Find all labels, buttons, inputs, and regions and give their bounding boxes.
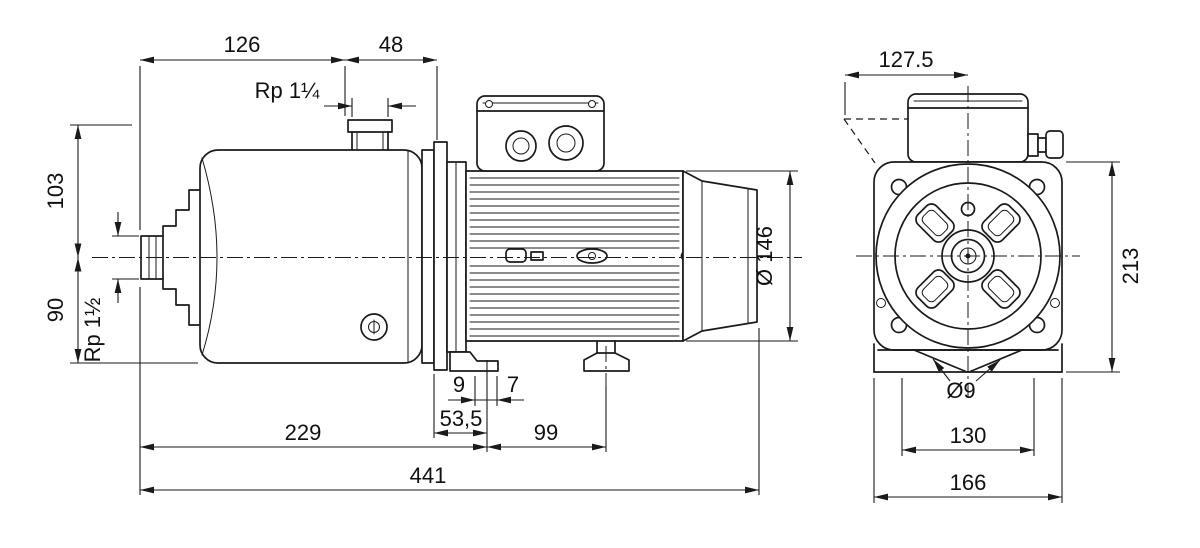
dim-48-label: 48	[379, 32, 403, 57]
side-view: 126 48 Rp 1¼ 103 90 Rp 1½ 9 7 53,5 229 9…	[43, 32, 802, 495]
discharge-port	[347, 119, 393, 151]
dim-213-label: 213	[1118, 248, 1143, 285]
lantern-foot	[449, 351, 499, 372]
nameplate-detail	[505, 248, 527, 263]
hole-leader-line	[975, 359, 1001, 382]
dim-hole-diameter-label: Ø9	[946, 378, 975, 403]
dim-motor-diameter-label: Ø 146	[752, 226, 777, 286]
end-view-dimension-lines	[845, 71, 1116, 501]
end-view: 127.5 213 Ø9 130 166	[843, 47, 1143, 503]
dim-53-5-label: 53,5	[440, 406, 483, 431]
drain-plug	[360, 313, 388, 341]
port-suction-label: Rp 1½	[80, 298, 105, 363]
side-hole	[1050, 298, 1060, 308]
dim-7-label: 7	[507, 372, 519, 397]
dim-99-label: 99	[534, 420, 558, 445]
dim-103-label: 103	[43, 173, 68, 210]
pump-casing	[199, 149, 423, 364]
dim-130-label: 130	[950, 423, 987, 448]
side-view-extension-lines	[70, 66, 798, 495]
dim-441-label: 441	[410, 463, 447, 488]
alternate-position-dashed	[843, 118, 908, 164]
dim-126-label: 126	[224, 32, 261, 57]
dim-9-label: 9	[453, 372, 465, 397]
side-view-dimension-lines	[74, 56, 794, 494]
end-view-extension-lines	[844, 82, 1120, 503]
cable-gland-icon	[1027, 133, 1039, 157]
dim-166-label: 166	[950, 470, 987, 495]
side-hole	[876, 298, 886, 308]
nameplate-detail-small	[530, 251, 544, 261]
lantern-flange	[421, 141, 467, 371]
terminal-box-end	[907, 93, 1064, 163]
motor-body	[465, 170, 692, 342]
terminal-box-side	[476, 95, 605, 172]
lid-screw-icon	[588, 100, 596, 108]
motor-foot	[583, 340, 630, 386]
pump-end-cap	[162, 189, 201, 326]
dim-90-label: 90	[43, 298, 68, 322]
hole-leader-line	[932, 358, 951, 382]
port-top-label: Rp 1¼	[255, 78, 320, 103]
lid-screw-icon	[485, 100, 493, 108]
flange-pads	[915, 203, 1021, 309]
dim-229-label: 229	[285, 420, 322, 445]
fan-cover	[682, 170, 758, 342]
dim-127-5-label: 127.5	[878, 47, 933, 72]
